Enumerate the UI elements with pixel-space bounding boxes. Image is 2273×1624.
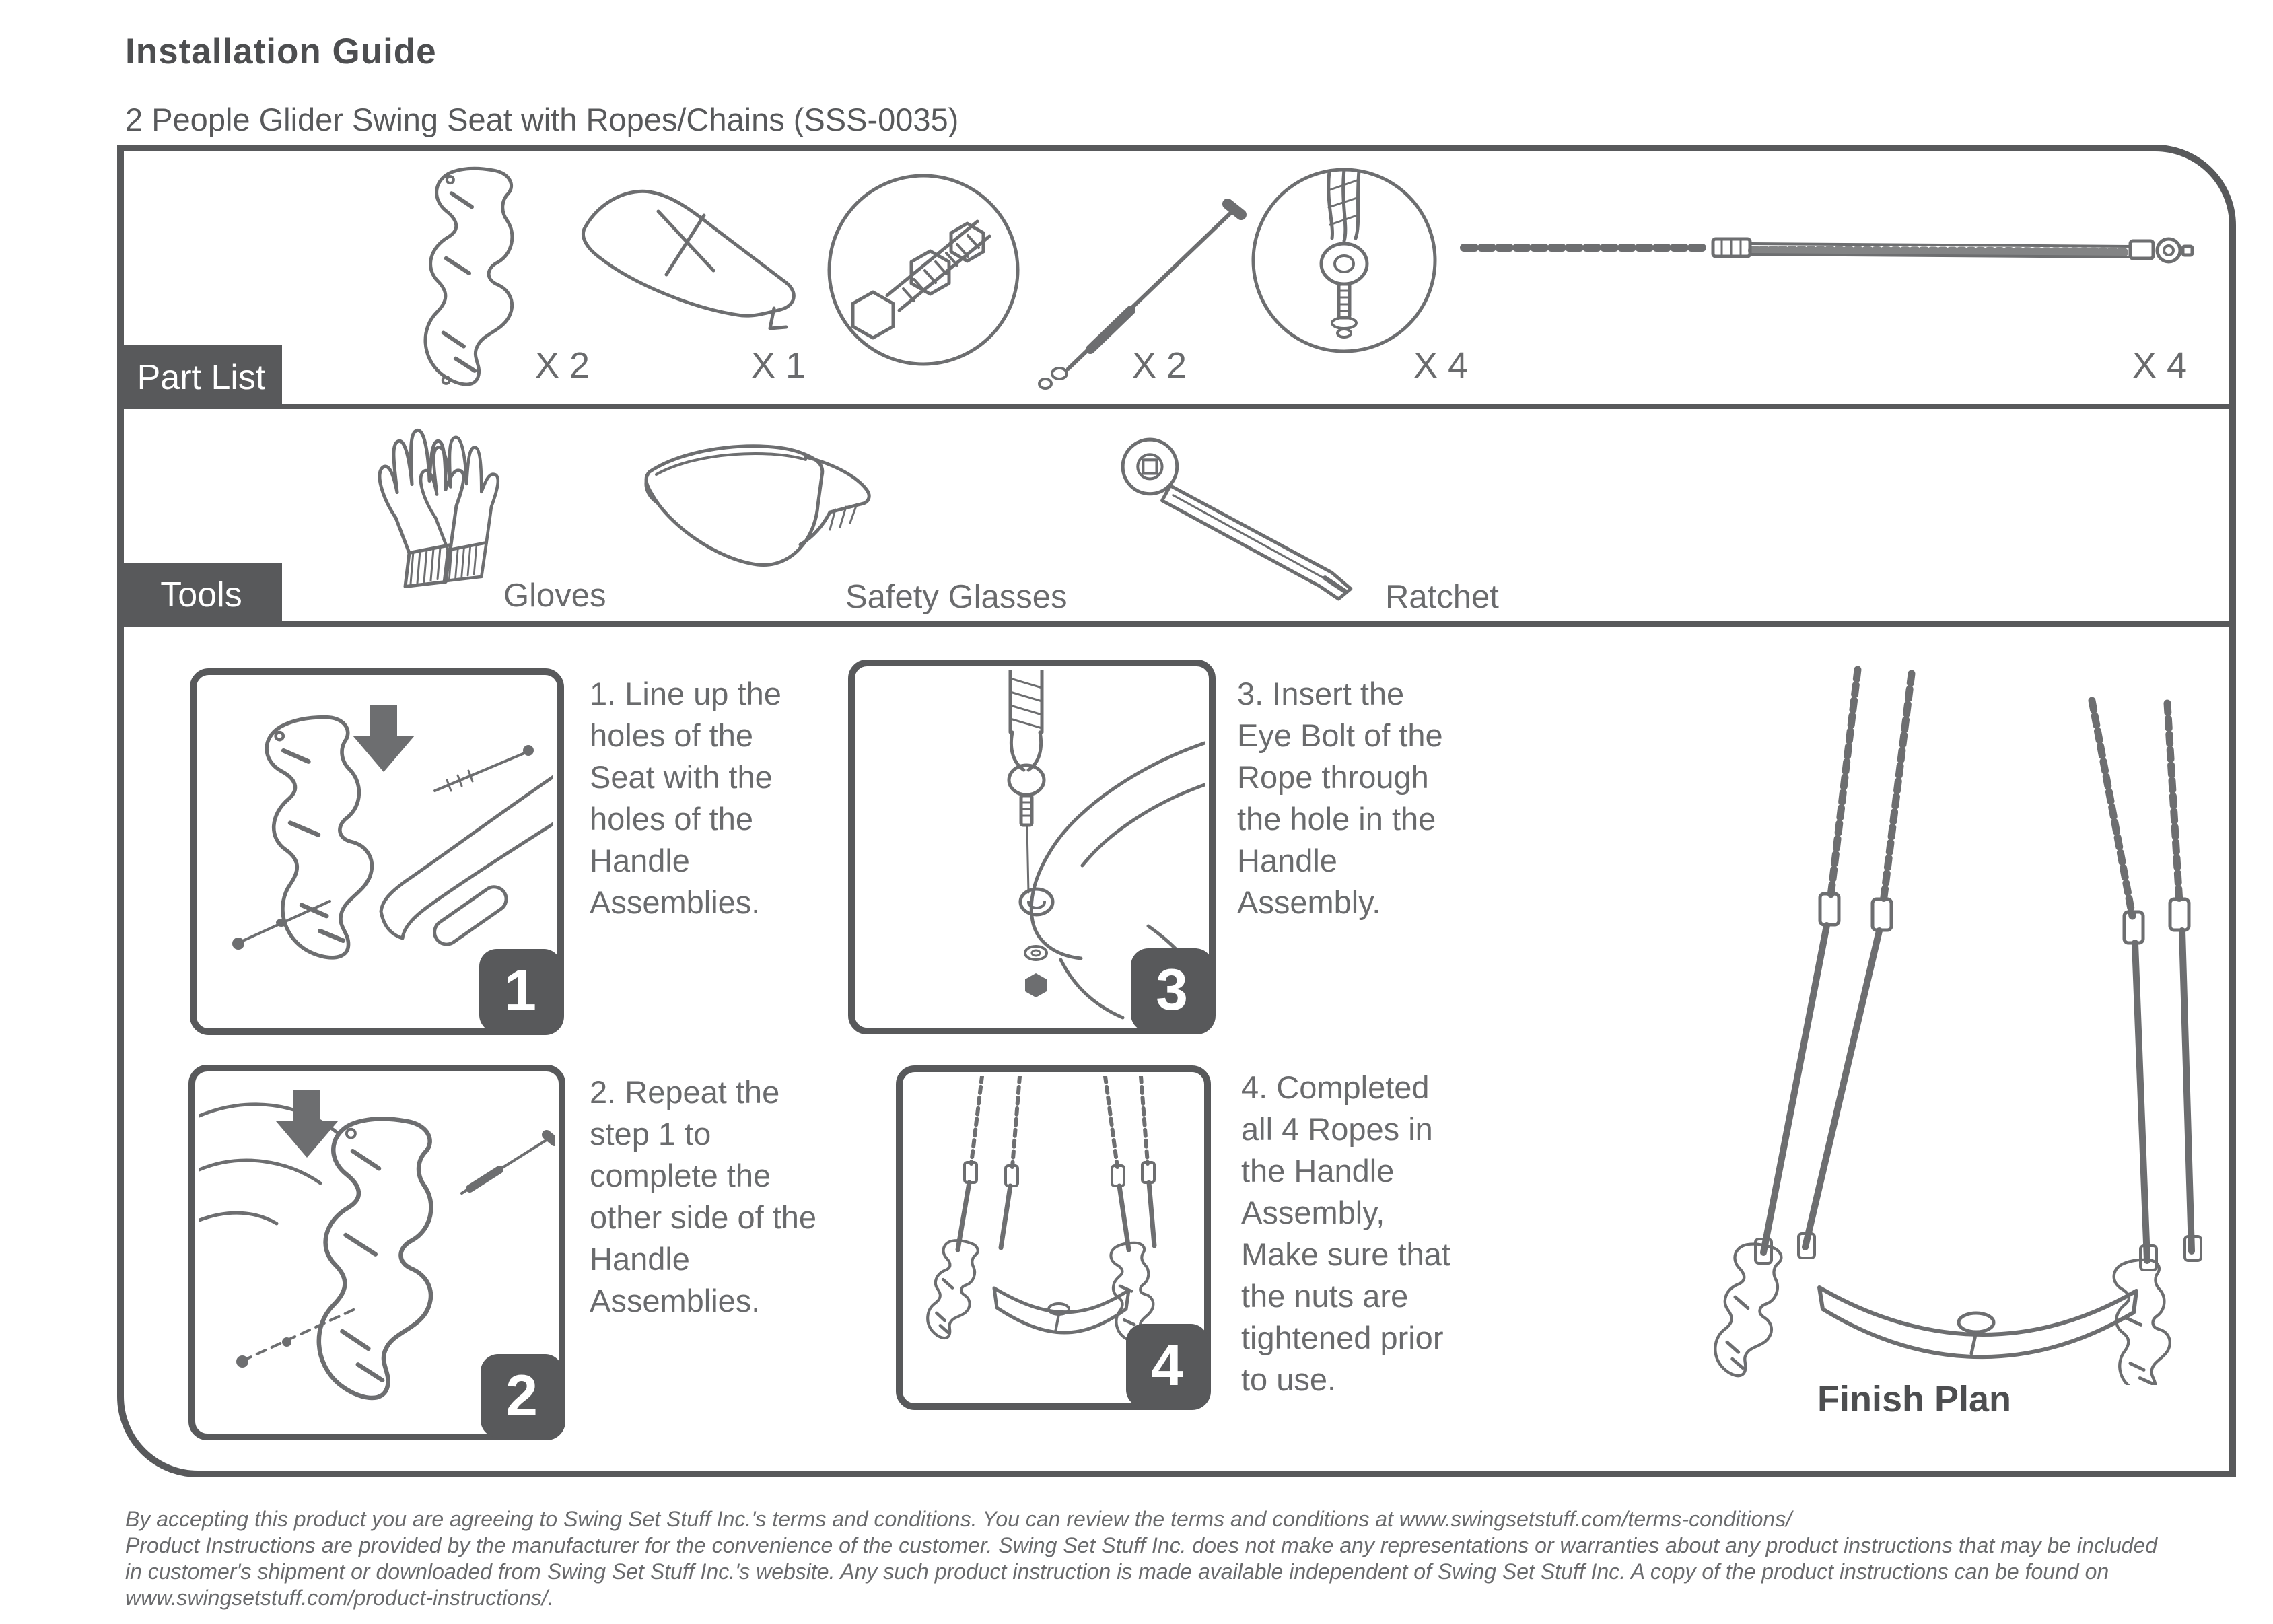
step-2-number: 2 <box>505 1363 538 1428</box>
bolt-and-nuts-icon <box>827 174 1247 390</box>
footer-line: in customer's shipment or downloaded fro… <box>125 1559 2109 1584</box>
step-4-number: 4 <box>1151 1333 1183 1398</box>
part-qty-label: X 1 <box>751 345 806 386</box>
ratchet-icon <box>1121 437 1353 601</box>
rope-eye-bolt-icon <box>1251 168 1437 353</box>
handle-assembly-icon <box>423 166 514 386</box>
step-text-line: the nuts are <box>1241 1278 1409 1314</box>
step-text-line: step 1 to <box>590 1116 711 1152</box>
part-qty-label: X 2 <box>1132 345 1187 386</box>
part-list-section-label: Part List <box>120 345 282 409</box>
step-text-line: Assembly, <box>1241 1195 1385 1230</box>
step-text-line: the Handle <box>1241 1153 1395 1189</box>
page-title: Installation Guide <box>125 32 437 71</box>
step-text-line: the hole in the <box>1237 801 1436 837</box>
step-text-line: Assembly. <box>1237 884 1381 920</box>
step-text-line: Eye Bolt of the <box>1237 717 1443 753</box>
rope-chain-icon <box>1460 237 2194 264</box>
part-list-divider <box>282 404 2236 409</box>
step-3-figure-box: 3 <box>848 660 1216 1034</box>
step-text-line: to use. <box>1241 1362 1337 1397</box>
part-qty-label: X 4 <box>1413 345 1469 386</box>
step-text-line: Assemblies. <box>590 884 761 920</box>
step-text-line: complete the <box>590 1158 771 1193</box>
step-2-illustration <box>199 1090 555 1401</box>
step-4-badge: 4 <box>1126 1324 1208 1407</box>
part-list-label-text: Part List <box>137 357 266 397</box>
step-text-line: 1. Line up the <box>590 676 781 711</box>
step-text-line: other side of the <box>590 1199 817 1235</box>
step-text-line: 3. Insert the <box>1237 676 1405 711</box>
step-text-line: Handle <box>590 843 690 878</box>
finish-plan-label: Finish Plan <box>1817 1379 2012 1419</box>
part-qty-label: X 4 <box>2132 345 2188 386</box>
step-2-badge: 2 <box>481 1354 563 1438</box>
step-4-illustration <box>926 1076 1157 1343</box>
step-3-text: 3. Insert the Eye Bolt of the Rope throu… <box>1237 673 1443 923</box>
step-2-figure-box: 2 <box>188 1065 565 1440</box>
tools-section-label: Tools <box>120 563 282 627</box>
tool-label-safety-glasses: Safety Glasses <box>845 579 1068 615</box>
step-1-number: 1 <box>504 958 536 1023</box>
tools-label-text: Tools <box>160 575 242 614</box>
tools-divider <box>282 621 2236 627</box>
step-3-illustration <box>1007 670 1205 1020</box>
step-text-line: holes of the <box>590 801 754 837</box>
step-1-illustration <box>232 705 553 960</box>
step-text-line: holes of the <box>590 717 754 753</box>
step-1-badge: 1 <box>479 949 561 1032</box>
step-4-figure-box: 4 <box>896 1065 1211 1410</box>
footer-legal-text: By accepting this product you are agreei… <box>125 1506 2157 1611</box>
footer-line: By accepting this product you are agreei… <box>125 1507 1792 1531</box>
step-text-line: 2. Repeat the <box>590 1074 780 1110</box>
step-text-line: Rope through <box>1237 759 1429 795</box>
step-text-line: Seat with the <box>590 759 773 795</box>
footer-line: www.swingsetstuff.com/product-instructio… <box>125 1586 554 1610</box>
page-subtitle: 2 People Glider Swing Seat with Ropes/Ch… <box>125 102 959 137</box>
tool-label-gloves: Gloves <box>503 577 606 614</box>
step-text-line: 4. Completed <box>1241 1069 1430 1105</box>
step-3-number: 3 <box>1156 957 1188 1022</box>
step-text-line: Make sure that <box>1241 1236 1450 1272</box>
finish-plan-illustration <box>1714 666 2202 1385</box>
step-1-text: 1. Line up the holes of the Seat with th… <box>590 673 781 923</box>
step-1-figure-box: 1 <box>190 668 564 1035</box>
step-4-text: 4. Completed all 4 Ropes in the Handle A… <box>1241 1067 1450 1401</box>
part-qty-label: X 2 <box>535 345 590 386</box>
step-2-text: 2. Repeat the step 1 to complete the oth… <box>590 1071 816 1322</box>
step-3-badge: 3 <box>1131 948 1213 1032</box>
step-text-line: Handle <box>1237 843 1337 878</box>
footer-line: Product Instructions are provided by the… <box>125 1533 2158 1557</box>
step-text-line: all 4 Ropes in <box>1241 1111 1433 1147</box>
step-text-line: tightened prior <box>1241 1320 1444 1355</box>
gloves-icon <box>378 429 527 588</box>
seat-icon <box>582 189 796 330</box>
safety-glasses-icon <box>644 444 871 567</box>
tool-label-ratchet: Ratchet <box>1385 579 1499 615</box>
step-text-line: Handle <box>590 1241 690 1277</box>
step-text-line: Assemblies. <box>590 1283 761 1318</box>
